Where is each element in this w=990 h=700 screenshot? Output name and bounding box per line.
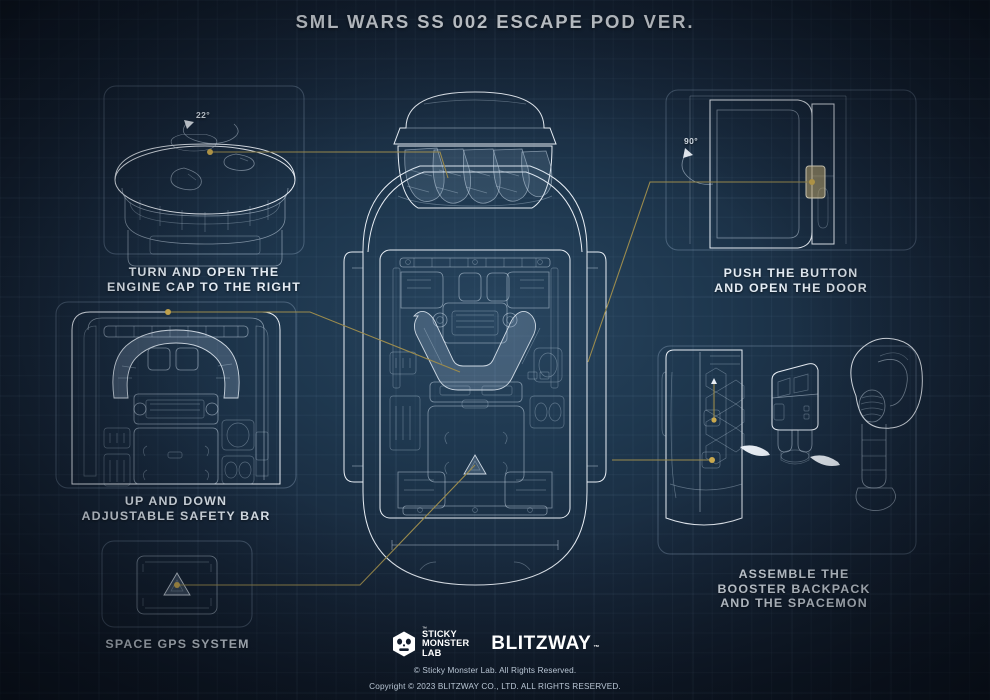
- sticky-monster-hex-face-icon: [392, 631, 415, 657]
- sml-tm: ™: [421, 626, 427, 633]
- blitzway-wordmark: BLITZWAY: [491, 633, 592, 655]
- copyright-line-2: Copyright © 2023 BLITZWAY CO., LTD. ALL …: [369, 681, 621, 691]
- sml-line3: LAB: [421, 647, 442, 658]
- copyright-line-1: © Sticky Monster Lab. All Rights Reserve…: [413, 666, 577, 676]
- logo-row: ™ STICKY MONSTER LAB BLITZWAY ™: [0, 626, 990, 661]
- sml-line2: MONSTER: [421, 638, 470, 649]
- sml-line1: STICKY: [421, 629, 457, 640]
- blitzway-logo: BLITZWAY ™: [491, 633, 600, 655]
- sticky-monster-lab-logo: ™ STICKY MONSTER LAB: [390, 626, 470, 658]
- footer: ™ STICKY MONSTER LAB BLITZWAY ™ © Sticky…: [0, 626, 990, 692]
- sml-wordmark: STICKY MONSTER LAB: [421, 629, 470, 658]
- blitzway-tm: ™: [593, 645, 601, 652]
